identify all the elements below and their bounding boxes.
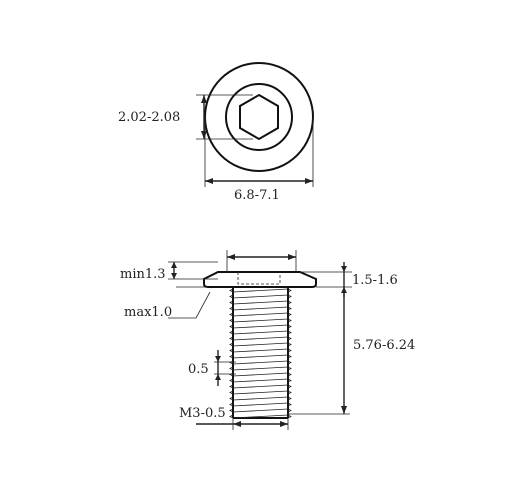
hex-socket [239,93,279,141]
thread-line [232,324,289,329]
pitch-label: 0.5 [188,362,209,377]
thread-line [232,354,289,359]
pitch-arrow-top [215,356,221,362]
thread-tooth-right [287,402,292,407]
thread-tooth-right [287,366,292,371]
thread-tooth-left [229,336,234,341]
thread-tooth-left [229,372,234,377]
diameter-arrow-right [305,178,313,184]
thread-tooth-left [229,390,234,395]
thread-tooth-right [287,348,292,353]
head-outer-circle [204,62,314,172]
thread-line [232,372,289,377]
thread-tooth-left [229,384,234,389]
thread-line [232,378,289,383]
max-leader [168,291,211,319]
thread-tooth-right [287,408,292,413]
max-label: max1.0 [124,305,172,320]
thread-tooth-left [229,312,234,317]
thread-tooth-left [229,360,234,365]
thread-tooth-right [287,396,292,401]
thread-line [232,408,289,413]
thread-arrow-left [233,421,241,427]
thread-tooth-right [287,372,292,377]
thread-tooth-left [229,306,234,311]
thread-line [232,360,289,365]
thread-tooth-right [287,414,292,419]
thread-tooth-right [287,330,292,335]
thread-lines [229,288,292,419]
thread-tooth-left [229,330,234,335]
thread-tooth-left [229,300,234,305]
thread-tooth-right [287,312,292,317]
thread-line [232,384,289,389]
head-inner-circle [225,83,293,151]
hex-dim-arrow-bottom [201,131,207,139]
head-arrow-top [341,266,347,272]
screw-head [203,271,317,288]
thread-line [232,312,289,317]
thread-tooth-left [229,366,234,371]
pitch-arrow-bottom [215,374,221,380]
thread-tooth-right [287,288,292,293]
socket-arrow-left [227,254,235,260]
thread-line [232,336,289,341]
thread-tooth-right [287,306,292,311]
thread-line [232,306,289,311]
thread-tooth-right [287,342,292,347]
length-arrow-bottom [341,406,347,414]
thread-line [232,390,289,395]
thread-tooth-left [229,396,234,401]
min-arrow-bottom [171,273,177,279]
diameter-arrow-left [205,178,213,184]
thread-arrow-right [280,421,288,427]
thread-tooth-left [229,408,234,413]
head-socket-hidden [237,272,281,285]
thread-line [232,294,289,299]
thread-tooth-left [229,342,234,347]
min-arrow-top [171,262,177,268]
head-height-label: 1.5-1.6 [352,273,398,288]
thread-line [232,342,289,347]
thread-line [232,366,289,371]
thread-tooth-right [287,324,292,329]
thread-line [232,330,289,335]
min-label: min1.3 [120,267,166,282]
thread-tooth-left [229,324,234,329]
thread-tooth-right [287,300,292,305]
thread-tooth-left [229,294,234,299]
thread-tooth-left [229,378,234,383]
top-view: 2.02-2.08 6.8-7.1 [118,62,314,203]
thread-tooth-right [287,318,292,323]
thread-line [232,348,289,353]
thread-tooth-right [287,378,292,383]
thread-tooth-right [287,360,292,365]
thread-tooth-left [229,348,234,353]
side-view: min1.3 max1.0 1.5-1.6 5.76-6.24 0.5 M3-0… [120,250,415,430]
thread-tooth-right [287,336,292,341]
thread-line [232,300,289,305]
thread-tooth-left [229,354,234,359]
thread-tooth-left [229,318,234,323]
thread-line [232,414,289,419]
thread-label: M3-0.5 [179,406,226,421]
thread-tooth-right [287,294,292,299]
thread-line [232,318,289,323]
thread-tooth-left [229,414,234,419]
socket-arrow-right [288,254,296,260]
thread-tooth-left [229,288,234,293]
thread-tooth-right [287,384,292,389]
hex-dim-arrow-top [201,95,207,103]
thread-line [232,396,289,401]
length-label: 5.76-6.24 [353,338,415,353]
thread-tooth-right [287,390,292,395]
head-diameter-label: 6.8-7.1 [234,188,280,203]
thread-tooth-right [287,354,292,359]
thread-line [232,288,289,293]
thread-tooth-left [229,402,234,407]
hex-width-label: 2.02-2.08 [118,110,180,125]
thread-line [232,402,289,407]
